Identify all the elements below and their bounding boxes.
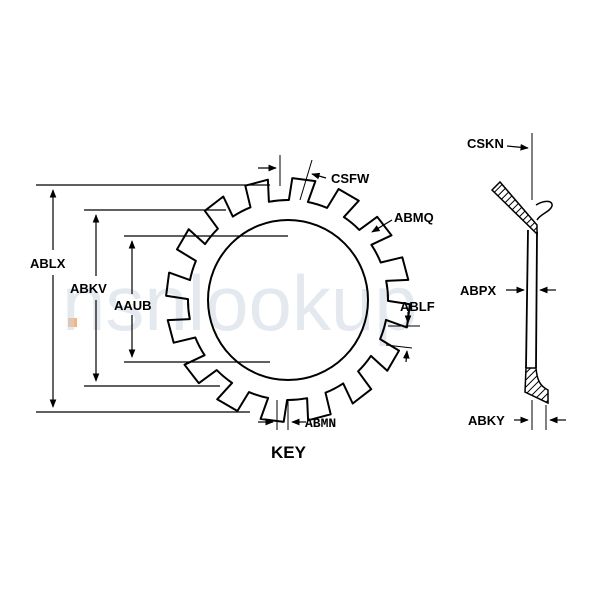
washer-side-view (490, 180, 553, 405)
side-body-left (525, 229, 529, 369)
side-top-curl (535, 200, 553, 221)
label-aaub: AAUB (114, 298, 152, 313)
label-abkv: ABKV (70, 281, 107, 296)
dimension-abkv: ABKV (70, 209, 226, 387)
label-ablx: ABLX (30, 256, 66, 271)
dimension-ablf: ABLF (385, 299, 435, 363)
dimension-ablx: ABLX (30, 184, 270, 413)
label-abpx: ABPX (460, 283, 496, 298)
dimension-abpx: ABPX (460, 283, 556, 298)
washer-outline (165, 177, 411, 423)
dimension-csfw: CSFW (258, 155, 370, 201)
label-abky: ABKY (468, 413, 505, 428)
side-body-right (535, 231, 538, 369)
watermark-text: nsnlookup (62, 259, 418, 347)
label-abmq: ABMQ (394, 210, 434, 225)
side-bottom-tooth (524, 367, 549, 405)
key-caption: KEY (271, 443, 307, 462)
side-top-tooth (490, 180, 538, 236)
watermark-dot (68, 318, 77, 327)
dimension-abmq: ABMQ (371, 210, 434, 233)
washer-bore (207, 219, 369, 381)
dimension-cskn: CSKN (467, 133, 533, 200)
dimension-abmn: ABMN (258, 400, 336, 431)
dimension-aaub: AAUB (114, 235, 288, 363)
label-csfw: CSFW (331, 171, 370, 186)
label-cskn: CSKN (467, 136, 504, 151)
watermark: nsnlookup (62, 259, 418, 347)
label-abmn: ABMN (305, 416, 336, 431)
lock-washer (165, 177, 411, 423)
label-ablf: ABLF (400, 299, 435, 314)
dimension-abky: ABKY (468, 400, 566, 430)
